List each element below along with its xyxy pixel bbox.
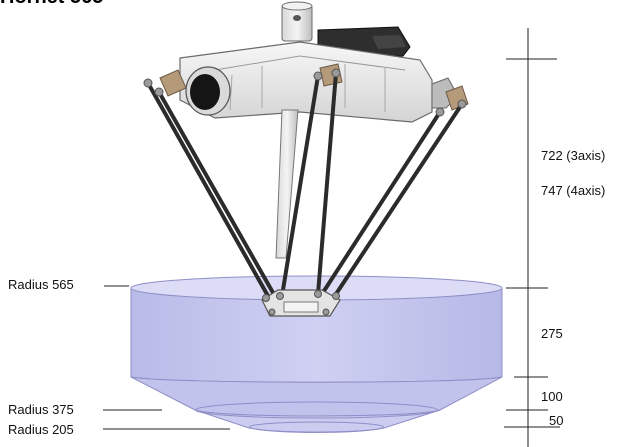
envelope-ellipse-205 bbox=[249, 421, 384, 433]
delta-robot bbox=[143, 1, 469, 317]
travelling-plate bbox=[261, 289, 341, 317]
parallel-arms bbox=[146, 71, 464, 300]
dim-step-50: 50 bbox=[549, 413, 564, 428]
dim-height-3axis: 722 (3axis) bbox=[541, 148, 606, 163]
dim-envelope-height: 275 bbox=[541, 326, 563, 341]
label-radius-375: Radius 375 bbox=[8, 402, 74, 417]
page-title: Hornet 565 bbox=[0, 0, 103, 9]
envelope-frustum bbox=[130, 376, 503, 417]
dim-height-4axis: 747 (4axis) bbox=[541, 183, 606, 198]
envelope-ellipse-375 bbox=[195, 401, 438, 419]
central-shaft bbox=[275, 109, 299, 259]
label-radius-565: Radius 565 bbox=[8, 277, 74, 292]
ball-joints bbox=[143, 68, 467, 117]
work-envelope bbox=[130, 275, 503, 433]
label-radius-205: Radius 205 bbox=[8, 422, 74, 437]
dim-step-100: 100 bbox=[541, 389, 563, 404]
dimension-lines bbox=[103, 28, 560, 447]
